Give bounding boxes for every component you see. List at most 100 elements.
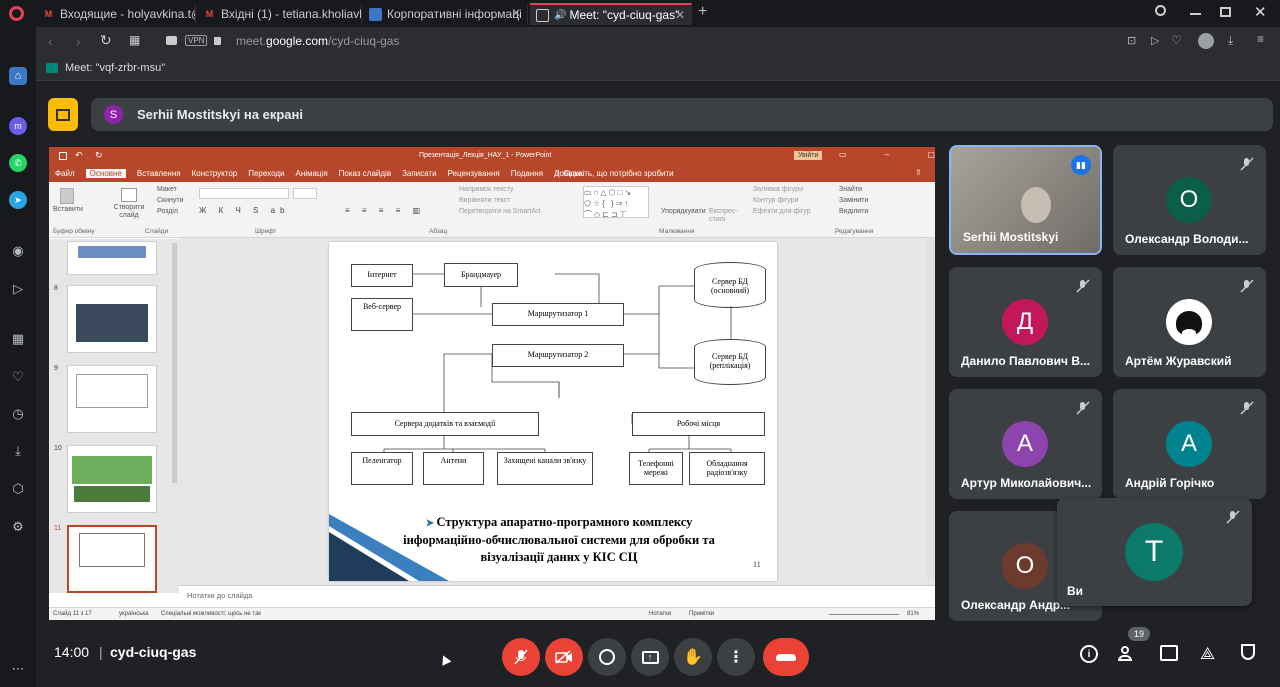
self-label: Ви	[1067, 584, 1084, 598]
heart-icon[interactable]: ♡	[12, 369, 24, 384]
current-slide: Інтернет Брандмауер Веб-сервер Маршрутиз…	[329, 242, 777, 581]
chat-icon[interactable]	[1160, 645, 1178, 661]
participant-tile[interactable]: Артём Журавский	[1113, 267, 1266, 377]
participant-avatar: Д	[1002, 299, 1048, 345]
settings-icon[interactable]: ⚙	[12, 519, 24, 534]
messenger-icon[interactable]: m	[9, 117, 27, 135]
send-to-icon[interactable]: ▷	[1151, 35, 1160, 47]
self-view-tile[interactable]: T Ви	[1057, 498, 1252, 606]
url-field[interactable]: meet.google.com/cyd-ciuq-gas	[236, 34, 399, 48]
replace-button: Замінити	[839, 197, 869, 204]
downloads-icon[interactable]: ⤓	[1228, 33, 1234, 47]
participant-tile[interactable]: А Артур Миколайович...	[949, 389, 1102, 499]
gmail-icon: M	[44, 9, 53, 19]
mic-off-icon	[514, 649, 528, 665]
stop-presenting-icon[interactable]	[48, 98, 78, 131]
tab-corporate-info[interactable]: Корпоративні інформаці ✕	[363, 3, 528, 25]
tab-label: Meet: "cyd-ciuq-gas"	[569, 8, 680, 22]
bookmarks-bar: Meet: "vqf-zrbr-msu"	[36, 57, 1280, 81]
present-screen-button[interactable]: ↑	[631, 638, 669, 676]
participant-tile[interactable]: А Андрій Горічко	[1113, 389, 1266, 499]
tab-label: Корпоративні інформаці	[387, 7, 522, 21]
present-icon: ↑	[641, 650, 659, 664]
more-icon[interactable]: ⋯	[11, 661, 25, 676]
more-vert-icon: ⋮	[728, 649, 744, 666]
player-icon[interactable]: ◉	[12, 243, 24, 258]
ppt-window-title: Презентація_Лекція_НАУ_1 - PowerPoint	[419, 152, 552, 159]
mic-muted-icon	[1076, 401, 1090, 415]
participants-button[interactable]: 19	[1118, 627, 1150, 665]
tab-label: Входящие - holyavkina.t@	[60, 7, 196, 21]
internet-box: Інтернет	[351, 264, 413, 287]
whatsapp-icon[interactable]: ✆	[9, 154, 27, 172]
caption-line-1-text: Структура апаратно-програмного комплексу	[436, 515, 693, 529]
shapes-gallery: ▭○△⬡□↘ ⬠☆{ }⇒↑ ⌒◇⊏⊐⊤	[583, 186, 649, 218]
reactions-button[interactable]	[588, 638, 626, 676]
account-avatar[interactable]	[1198, 33, 1214, 49]
ppt-tab: Записати	[402, 169, 437, 178]
ppt-tab: Файл	[55, 169, 75, 178]
participant-tile-presenter[interactable]: ▮▮ Serhii Mostitskyi	[949, 145, 1102, 255]
participant-tile[interactable]: Д Данило Павлович В...	[949, 267, 1102, 377]
raise-hand-button[interactable]: ✋	[674, 638, 712, 676]
router2-box: Маршрутизатор 2	[492, 344, 624, 367]
snapshot-icon[interactable]: ⊡	[1127, 35, 1137, 47]
meeting-info-icon[interactable]: i	[1080, 645, 1098, 663]
tab-meet[interactable]: 🔊 Meet: "cyd-ciuq-gas" ✕	[530, 3, 692, 25]
ppt-tab: Переходи	[248, 169, 285, 178]
presenter-avatar: S	[104, 105, 123, 124]
forward-icon[interactable]: ›	[76, 33, 81, 49]
arrange-button: Упорядкувати	[661, 208, 706, 215]
emoji-icon	[599, 649, 615, 665]
paste-button: Вставити	[53, 188, 83, 213]
cube-icon[interactable]: ⬡	[12, 481, 24, 496]
ppt-tab: Вставлення	[136, 169, 181, 178]
host-controls-icon[interactable]	[1241, 644, 1255, 660]
tabs-grid-icon[interactable]: ▦	[129, 33, 141, 47]
menu-icon[interactable]: ≡	[1257, 32, 1265, 46]
activities-icon[interactable]: ⟁	[1200, 644, 1216, 663]
leave-call-button[interactable]	[763, 638, 809, 676]
close-window-icon[interactable]: ✕	[1254, 4, 1267, 21]
maximize-icon[interactable]	[1220, 7, 1231, 17]
telegram-icon[interactable]: ➤	[9, 191, 27, 209]
quick-styles-button: Експрес-стилі	[709, 208, 738, 223]
opera-logo-icon[interactable]	[9, 6, 24, 21]
history-icon[interactable]: ◷	[12, 406, 24, 421]
mic-muted-icon	[1076, 279, 1090, 293]
paste-label: Вставити	[53, 206, 83, 213]
participant-avatar: А	[1166, 421, 1212, 467]
shape-outline-button: Контур фігури	[753, 197, 799, 204]
close-tab-icon[interactable]: ✕	[674, 8, 685, 22]
vpn-badge[interactable]: VPN	[185, 35, 208, 46]
bookmark-heart-icon[interactable]: ♡	[1171, 33, 1182, 47]
meet-bookmark[interactable]: Meet: "vqf-zrbr-msu"	[46, 62, 165, 74]
status-slide-count: Слайд 11 з 17	[53, 611, 92, 617]
camera-icon[interactable]	[166, 36, 177, 45]
minimize-icon[interactable]	[1190, 13, 1201, 15]
camera-toggle-button[interactable]	[545, 638, 583, 676]
search-tabs-icon[interactable]	[1155, 5, 1166, 16]
download-icon[interactable]: ⤓	[15, 443, 21, 458]
participant-tile[interactable]: О Олександр Володи...	[1113, 145, 1266, 255]
close-tab-icon[interactable]: ✕	[510, 6, 521, 20]
browser-tab-bar: M Входящие - holyavkina.t@ M Вхідні (1) …	[0, 0, 1280, 27]
reset-button: Скинути	[157, 197, 184, 204]
mic-toggle-button[interactable]	[502, 638, 540, 676]
text-direction-button: Напрямок тексту	[459, 186, 514, 193]
send-icon[interactable]: ▷	[13, 281, 23, 296]
back-icon[interactable]: ‹	[48, 33, 53, 49]
thumb-slide-11	[67, 525, 157, 593]
home-icon[interactable]: ⌂	[9, 67, 27, 85]
workspaces-icon[interactable]: ▦	[11, 331, 25, 346]
tell-me-search: ♀ Скажіть, що потрібно зробити	[555, 169, 674, 178]
more-options-button[interactable]: ⋮	[717, 638, 755, 676]
tab-gmail-vhidni[interactable]: M Вхідні (1) - tetiana.kholiavk	[197, 3, 362, 25]
mic-muted-icon	[1226, 510, 1240, 524]
camera-off-icon	[555, 650, 572, 664]
new-slide-label: Створити слайд	[113, 204, 145, 219]
tab-gmail-inbox[interactable]: M Входящие - holyavkina.t@	[36, 3, 196, 25]
gmail-icon: M	[205, 9, 214, 19]
new-tab-button[interactable]: +	[698, 3, 708, 20]
reload-icon[interactable]: ↻	[100, 32, 112, 48]
